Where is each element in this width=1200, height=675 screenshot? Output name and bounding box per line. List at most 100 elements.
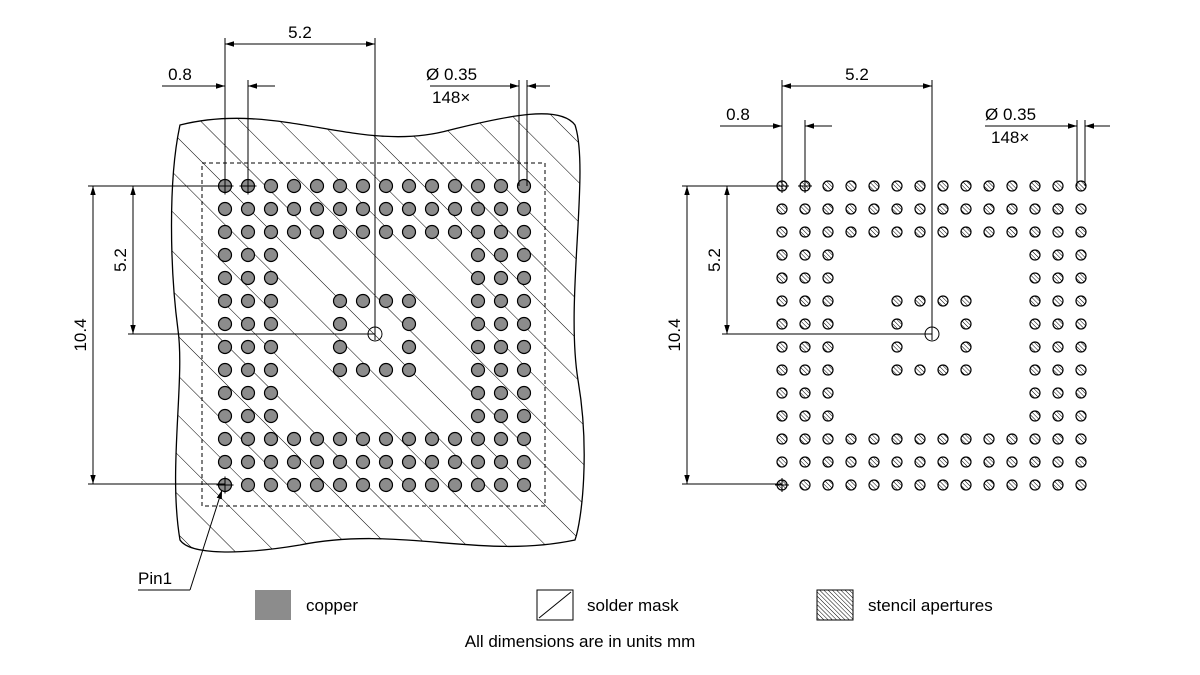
pad xyxy=(447,224,463,240)
pad xyxy=(776,410,788,422)
pad xyxy=(263,270,279,286)
pad xyxy=(960,295,972,307)
pad xyxy=(822,226,834,238)
pad xyxy=(799,318,811,330)
legend: copper solder mask stencil apertures All… xyxy=(255,589,993,651)
pad xyxy=(799,479,811,491)
pad xyxy=(845,433,857,445)
pad xyxy=(983,456,995,468)
pad xyxy=(1075,456,1087,468)
units-note: All dimensions are in units mm xyxy=(465,632,696,651)
pad xyxy=(470,477,486,493)
dim-pad-pitch: 0.8 xyxy=(162,65,275,186)
pad xyxy=(286,178,302,194)
pad xyxy=(263,247,279,263)
pad xyxy=(378,201,394,217)
pad xyxy=(217,201,233,217)
pad xyxy=(493,247,509,263)
pad xyxy=(516,247,532,263)
pad xyxy=(1052,410,1064,422)
pad xyxy=(1029,364,1041,376)
pad xyxy=(891,203,903,215)
pad xyxy=(332,201,348,217)
stencil-swatch xyxy=(816,589,854,621)
pad xyxy=(822,249,834,261)
pad xyxy=(493,224,509,240)
pad xyxy=(263,339,279,355)
pad xyxy=(914,203,926,215)
pad xyxy=(868,180,880,192)
pad xyxy=(1075,479,1087,491)
pad xyxy=(470,293,486,309)
pad xyxy=(1006,226,1018,238)
pad xyxy=(309,431,325,447)
pad xyxy=(914,364,926,376)
pad xyxy=(1052,249,1064,261)
pad xyxy=(286,477,302,493)
dim-label: 10.4 xyxy=(665,318,684,351)
pad xyxy=(401,454,417,470)
pad xyxy=(937,456,949,468)
pad xyxy=(937,295,949,307)
pad xyxy=(891,341,903,353)
pad xyxy=(309,178,325,194)
pad xyxy=(355,293,371,309)
pad xyxy=(401,316,417,332)
pad xyxy=(891,318,903,330)
pad xyxy=(516,477,532,493)
pad xyxy=(263,477,279,493)
pad xyxy=(493,454,509,470)
pad xyxy=(240,316,256,332)
pad xyxy=(217,408,233,424)
pad xyxy=(776,295,788,307)
pad xyxy=(1029,249,1041,261)
dim-pad-pitch: 0.8 xyxy=(720,105,832,186)
pad xyxy=(937,180,949,192)
pad xyxy=(960,203,972,215)
pad xyxy=(516,408,532,424)
stencil-view: 5.2 0.8 Ø 0.35 148× 5.2 10.4 xyxy=(665,65,1110,492)
pad xyxy=(799,203,811,215)
pad xyxy=(355,431,371,447)
pad xyxy=(822,341,834,353)
pad xyxy=(516,270,532,286)
pad xyxy=(1052,226,1064,238)
pad xyxy=(983,226,995,238)
pad xyxy=(378,477,394,493)
pad xyxy=(960,433,972,445)
pad xyxy=(776,249,788,261)
pad xyxy=(799,364,811,376)
pad xyxy=(217,431,233,447)
pad xyxy=(891,479,903,491)
pad xyxy=(1052,272,1064,284)
legend-label: stencil apertures xyxy=(868,596,993,615)
pad xyxy=(845,226,857,238)
pad xyxy=(845,456,857,468)
pad xyxy=(493,477,509,493)
dim-label: 5.2 xyxy=(705,248,724,272)
dim-pad-diameter: Ø 0.35 148× xyxy=(985,105,1110,186)
pad xyxy=(891,364,903,376)
pad xyxy=(1029,410,1041,422)
legend-label: solder mask xyxy=(587,596,679,615)
pad xyxy=(1029,387,1041,399)
pad xyxy=(355,224,371,240)
pad xyxy=(401,224,417,240)
pad xyxy=(332,316,348,332)
pad xyxy=(217,316,233,332)
pad xyxy=(1029,456,1041,468)
pad xyxy=(263,316,279,332)
pad xyxy=(217,247,233,263)
pad xyxy=(1029,272,1041,284)
pad-count-label: 148× xyxy=(991,128,1029,147)
pad xyxy=(516,316,532,332)
pad xyxy=(1029,433,1041,445)
pad xyxy=(401,362,417,378)
pad xyxy=(263,454,279,470)
pad xyxy=(286,224,302,240)
pad xyxy=(217,339,233,355)
pad xyxy=(822,456,834,468)
pad xyxy=(401,477,417,493)
pad xyxy=(891,295,903,307)
